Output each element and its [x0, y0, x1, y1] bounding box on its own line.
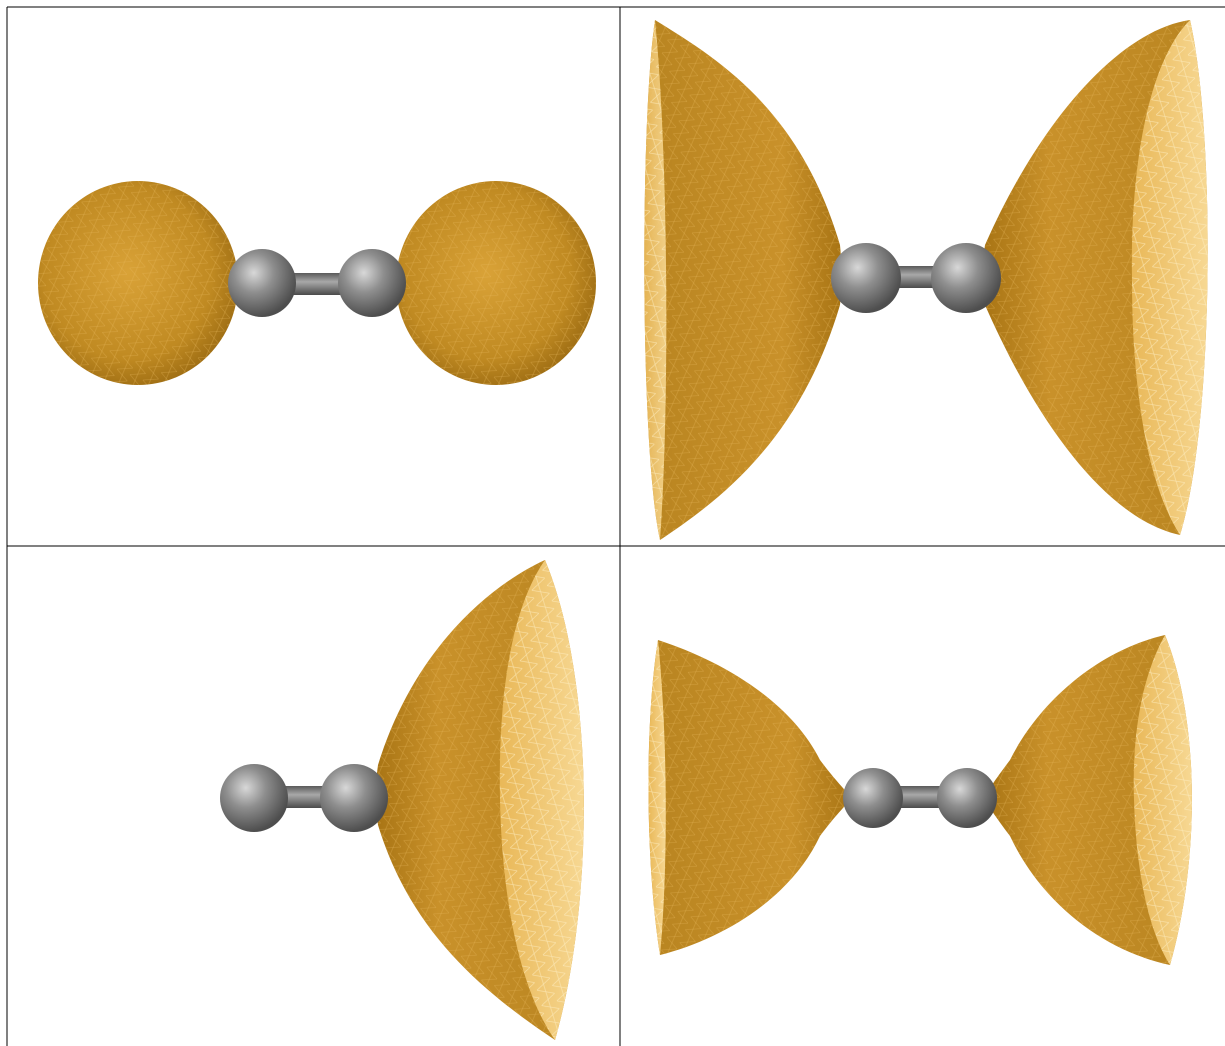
atom-right	[320, 764, 388, 832]
panel-grid-lines	[6, 6, 1225, 1046]
molecule-model	[843, 768, 997, 828]
right-cone-surface	[375, 560, 584, 1040]
left-sphere-surface	[38, 181, 238, 385]
atom-right	[931, 243, 1001, 313]
molecule-model	[220, 764, 388, 832]
panel-bottom-right	[648, 635, 1192, 965]
panel-top-right	[644, 20, 1208, 540]
atom-left	[843, 768, 903, 828]
right-cone-surface	[982, 20, 1208, 535]
right-cone-surface	[985, 635, 1192, 965]
left-cone-surface	[644, 20, 842, 540]
molecule-model	[228, 249, 406, 317]
right-sphere-surface	[396, 181, 596, 385]
molecule-model	[831, 243, 1001, 313]
atom-left	[831, 243, 901, 313]
panel-bottom-left	[220, 560, 584, 1040]
panel-top-left	[38, 181, 596, 385]
atom-left	[228, 249, 296, 317]
atom-left	[220, 764, 288, 832]
left-cone-surface	[648, 640, 852, 955]
atom-right	[338, 249, 406, 317]
atom-right	[937, 768, 997, 828]
